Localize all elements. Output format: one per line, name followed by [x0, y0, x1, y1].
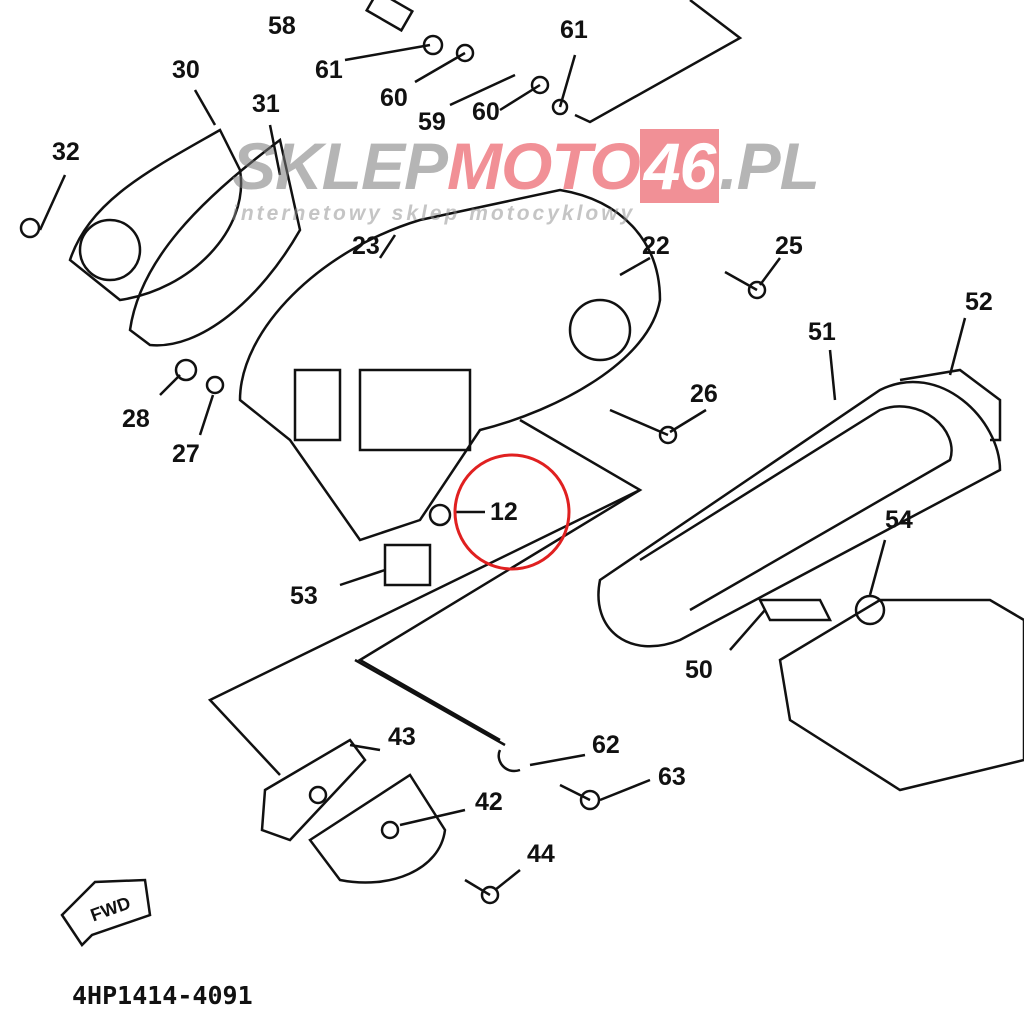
callout-60b: 60: [472, 98, 500, 126]
callout-31: 31: [252, 90, 280, 118]
callout-43: 43: [388, 723, 416, 751]
cover-51: [597, 380, 1002, 648]
part-52: [899, 368, 1002, 442]
bracket-43: [260, 738, 367, 842]
callout-51: 51: [808, 318, 836, 346]
callout-26: 26: [690, 380, 718, 408]
callout-58: 58: [268, 12, 296, 40]
gasket-30: [68, 128, 243, 302]
callout-27: 27: [172, 440, 200, 468]
callout-60: 60: [380, 84, 408, 112]
callout-54: 54: [885, 506, 913, 534]
callout-42: 42: [475, 788, 503, 816]
callout-28: 28: [122, 405, 150, 433]
gasket-31: [128, 137, 302, 347]
callout-61: 61: [315, 56, 343, 84]
callout-50: 50: [685, 656, 713, 684]
callout-53: 53: [290, 582, 318, 610]
housing-54: [778, 598, 1024, 792]
bracket-42: [308, 773, 447, 884]
callout-25: 25: [775, 232, 803, 260]
watermark-logo: SKLEPMOTO46.PL: [232, 129, 820, 203]
callout-22: 22: [642, 232, 670, 260]
diagram-part-code: 4HP1414-4091: [72, 981, 253, 1010]
fwd-arrow-icon: [60, 878, 152, 947]
crankcase-cover: [238, 188, 662, 542]
callout-59: 59: [418, 108, 446, 136]
watermark-tagline: internetowy sklep motocyklowy: [232, 202, 636, 225]
callout-32: 32: [52, 138, 80, 166]
callout-63: 63: [658, 763, 686, 791]
callout-12-highlighted: 12: [490, 498, 518, 526]
callout-52: 52: [965, 288, 993, 316]
callout-23: 23: [352, 232, 380, 260]
callout-62: 62: [592, 731, 620, 759]
callout-61b: 61: [560, 16, 588, 44]
callout-30: 30: [172, 56, 200, 84]
block-53: [383, 543, 432, 587]
highlight-circle: [453, 453, 571, 571]
callout-44: 44: [527, 840, 555, 868]
